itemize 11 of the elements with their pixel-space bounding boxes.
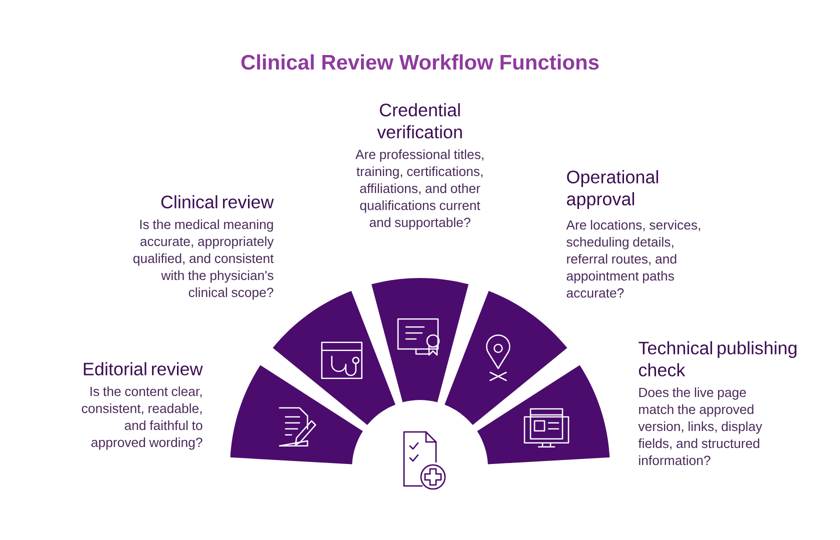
- heading: Clinical review: [161, 195, 274, 208]
- description: Are locations, services, scheduling details, referral routes, and appointment paths accurate?: [566, 220, 700, 298]
- description: Does the live page match the approved version, links, display fields, and structured information?: [638, 387, 762, 466]
- description: Is the content clear, consistent, readable, and faithful to approved wording?: [82, 386, 202, 450]
- title: Clinical Review Workflow Functions: [241, 54, 599, 70]
- description: Is the medical meaning accurate, appropriately qualified, and consistent with the physician's clinical scope?: [133, 219, 274, 300]
- description: Are professional titles, training, certifications, affiliations, and other qualifications current and supportable?: [355, 149, 484, 230]
- heading: Technical publishing check: [638, 341, 796, 376]
- heading: Operational approval: [566, 170, 658, 209]
- heading: Credential verification: [377, 103, 462, 138]
- heading: Editorial review: [84, 362, 203, 376]
